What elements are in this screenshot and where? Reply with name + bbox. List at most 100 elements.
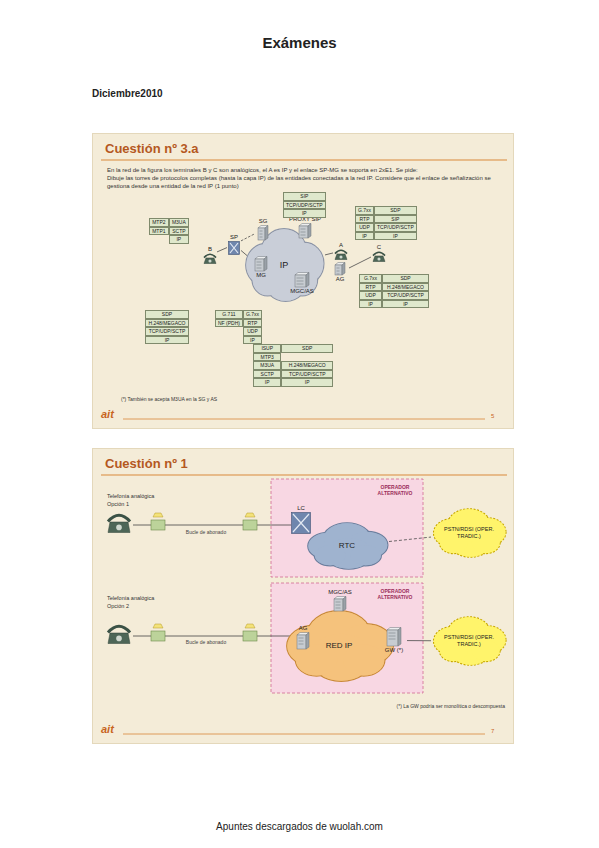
network-cloud: PSTN/RDSI (OPER. TRADIC.): [431, 617, 507, 665]
protocol-cell: IP: [145, 336, 189, 345]
protocol-cell: IP: [281, 378, 333, 387]
graphic: [257, 265, 262, 266]
graphic: [260, 237, 263, 238]
protocol-stack: SDPH.248/MEGACOTCP/UDP/SCTPIP: [145, 310, 189, 344]
graphic: [257, 268, 262, 269]
network-device: LC: [289, 505, 313, 534]
graphic: [116, 525, 122, 531]
slide-panel: Cuestión nº 1Telefonía analógicaOpción 1…: [92, 448, 514, 744]
region-label: OPERADOR ALTERNATIVO: [371, 588, 419, 600]
device-label: AG: [336, 276, 345, 283]
graphic: [389, 636, 396, 637]
protocol-cell: ISUP: [253, 344, 281, 353]
protocol-cell: IP: [374, 232, 417, 241]
graphic: [255, 259, 264, 271]
protocol-cell: UDP: [243, 327, 262, 336]
protocol-cell: MTP1: [149, 227, 169, 236]
graphic: [204, 254, 216, 257]
slide-text: Telefonía analógica: [107, 493, 207, 500]
device-label: B: [208, 246, 212, 253]
empty-cell: [215, 327, 243, 336]
network-device: B: [203, 246, 217, 264]
link-line: [349, 257, 371, 268]
graphic: [343, 597, 346, 612]
network-device: GW (*): [381, 627, 407, 654]
protocol-cell: H.248/MEGACO: [382, 283, 429, 292]
device-label: SG: [259, 218, 268, 225]
graphic: [108, 522, 130, 533]
protocol-cell: H.248/MEGACO: [281, 361, 333, 370]
graphic: [153, 513, 163, 517]
protocol-cell: RTP: [355, 215, 374, 224]
protocol-cell: IP: [283, 209, 326, 218]
operator-region: OPERADOR ALTERNATIVORED IPAGMGC/ASGW (*): [271, 583, 423, 693]
device-label: C: [377, 244, 381, 251]
graphic: [335, 250, 347, 253]
device-label: AG: [299, 625, 308, 632]
server-icon: [254, 256, 268, 272]
graphic: [299, 641, 304, 642]
device-label: LC: [297, 505, 305, 512]
protocol-stack: SIPTCP/UDP/SCTPIP: [283, 192, 326, 218]
protocol-cell: NF (PDH): [215, 319, 243, 328]
link-line: [325, 253, 333, 255]
graphic: [301, 232, 306, 233]
graphic: [398, 628, 401, 647]
protocol-stack: MTP2M3UAMTP1SCTPIP: [149, 218, 189, 244]
graphic: [258, 228, 265, 240]
slide-illustration: [93, 449, 515, 745]
graphic: [153, 624, 163, 628]
graphic: [208, 259, 211, 262]
graphic: [151, 631, 165, 641]
network-device: A: [333, 242, 349, 260]
link-line: [241, 250, 251, 259]
slide-text: 7: [491, 728, 507, 734]
graphic: [271, 583, 423, 693]
graphic: [265, 226, 268, 241]
slide-text: ait: [101, 723, 141, 735]
network-device: AG: [293, 625, 313, 650]
protocol-cell: TCP/UDP/SCTP: [145, 327, 189, 336]
protocol-cell: SDP: [382, 274, 429, 283]
empty-cell: [281, 353, 333, 362]
network-device: PROXY SIP: [287, 216, 323, 239]
graphic: [389, 633, 396, 634]
slide-text: En la red de la figura los terminales B …: [107, 167, 503, 175]
protocol-cell: G.711: [215, 310, 243, 319]
graphic: [230, 243, 238, 253]
protocol-cell: TCP/UDP/SCTP: [382, 291, 429, 300]
device-label: SP: [230, 234, 238, 241]
server-icon: [298, 223, 312, 239]
graphic: [123, 734, 485, 735]
graphic: [108, 626, 130, 643]
slide-text: (*) La GW podría ser monolítica o descom…: [263, 703, 505, 709]
protocol-cell: SDP: [374, 206, 417, 215]
server-icon: [257, 225, 269, 241]
protocol-cell: IP: [355, 232, 374, 241]
graphic: [260, 231, 263, 232]
operator-region: OPERADOR ALTERNATIVOLCRTC: [271, 479, 423, 577]
protocol-cell: G.7xx: [355, 206, 374, 215]
cloud-label: PSTN/RDSI (OPER. TRADIC.): [443, 634, 495, 647]
graphic: [336, 605, 341, 606]
protocol-cell: G.7xx: [243, 310, 262, 319]
device-label: MGC/AS: [328, 589, 352, 596]
device-label: MG: [256, 272, 266, 279]
graphic: [123, 419, 485, 420]
server-icon: [294, 272, 310, 288]
network-device: SP: [227, 234, 241, 255]
network-device: MG: [251, 256, 271, 279]
graphic: [108, 515, 130, 521]
graphic: [337, 268, 340, 269]
graphic: [342, 263, 345, 276]
switch-icon: [291, 512, 311, 534]
graphic: [301, 229, 306, 230]
network-cloud: PSTN/RDSI (OPER. TRADIC.): [431, 509, 507, 557]
graphic: [301, 235, 306, 236]
graphic: [204, 258, 216, 264]
protocol-cell: M3UA: [169, 218, 189, 227]
graphic: [101, 160, 507, 161]
graphic: [293, 514, 309, 532]
graphic: [377, 257, 380, 260]
empty-cell: [149, 235, 169, 244]
